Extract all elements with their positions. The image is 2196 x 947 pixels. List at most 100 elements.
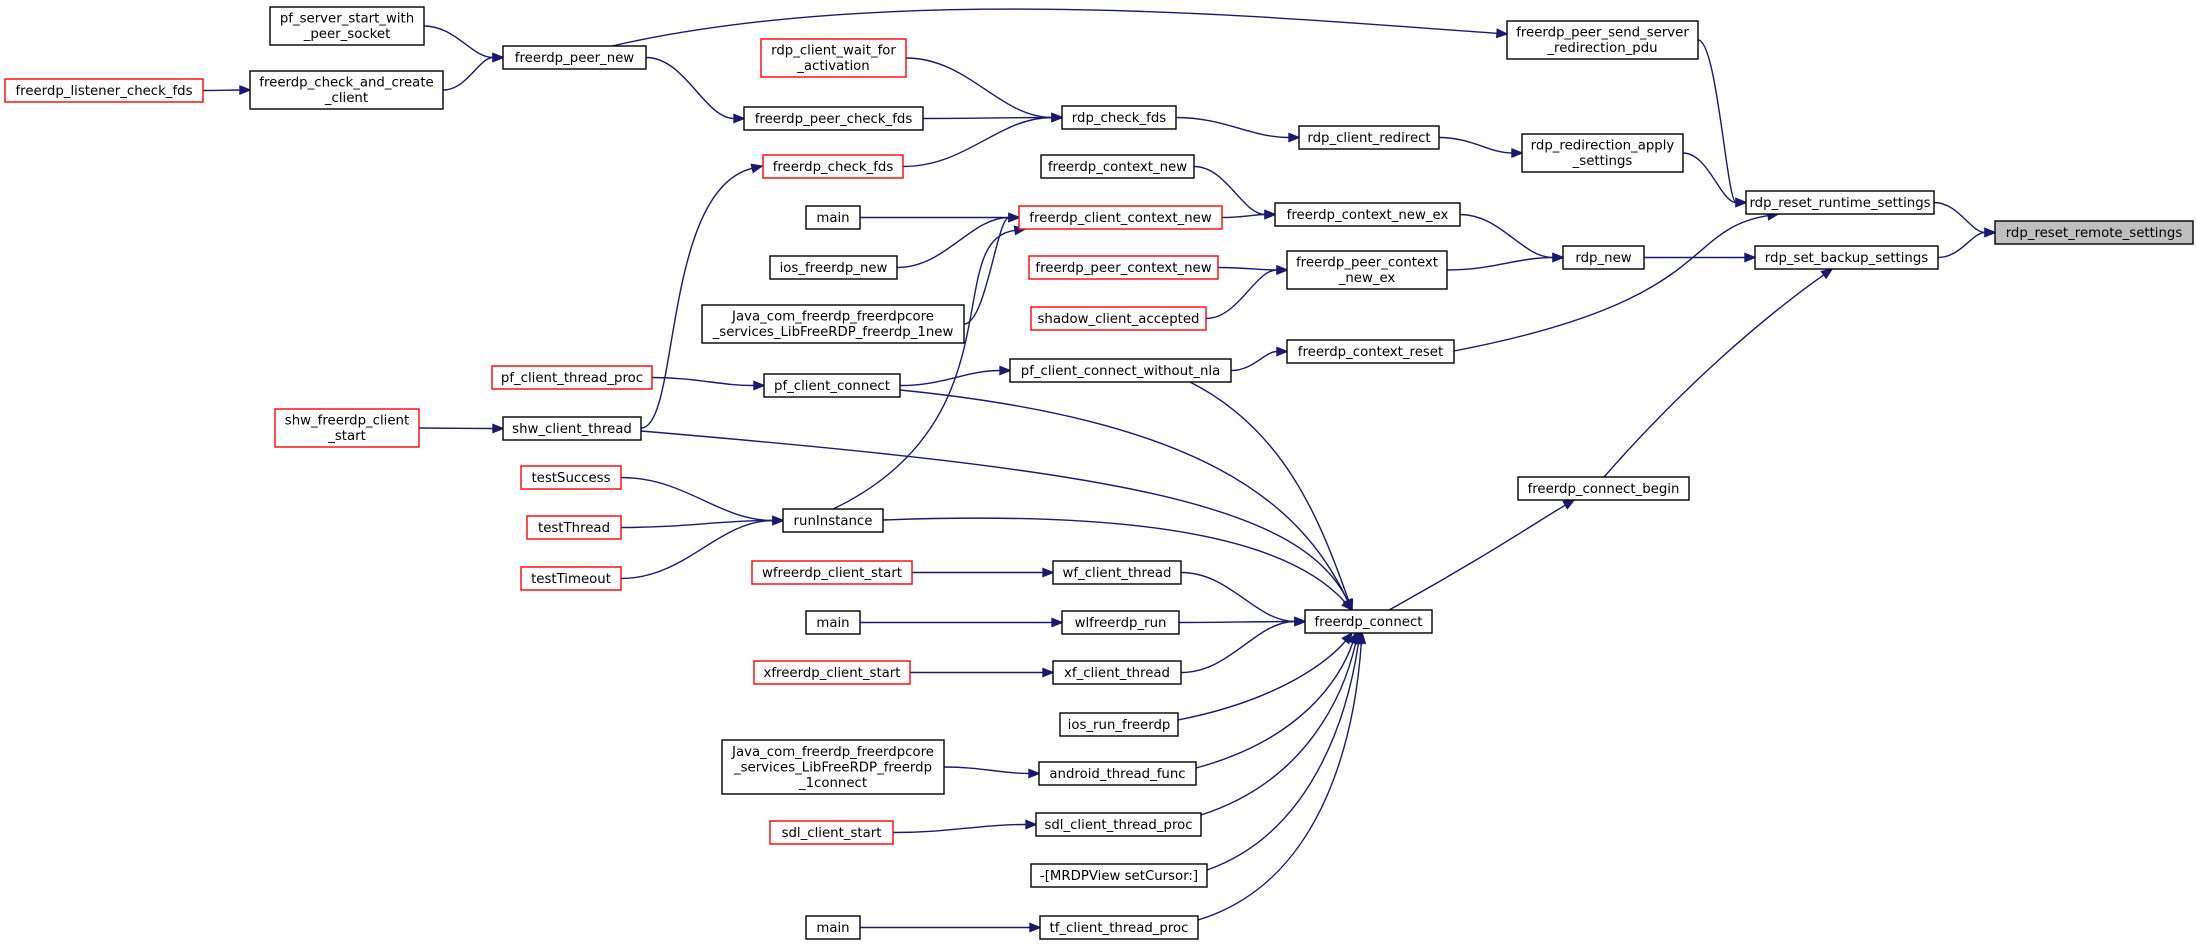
node-pf_client_connect_without_nla[interactable]: pf_client_connect_without_nla <box>1009 358 1232 383</box>
edge-line <box>1453 214 1769 352</box>
node-freerdp_peer_check_fds[interactable]: freerdp_peer_check_fds <box>743 106 924 131</box>
node-java_connect[interactable]: Java_com_freerdp_freerdpcore_services_Li… <box>721 739 945 795</box>
edge-line <box>832 229 1016 510</box>
node-label: xf_client_thread <box>1064 666 1170 681</box>
node-box <box>1286 339 1455 364</box>
node-testTimeout[interactable]: testTimeout <box>520 566 622 591</box>
node-wlfreerdp_run[interactable]: wlfreerdp_run <box>1061 610 1180 635</box>
node-freerdp_peer_context_new[interactable]: freerdp_peer_context_new <box>1028 255 1219 280</box>
node-mrdpview_setcursor[interactable]: -[MRDPView setCursor:] <box>1030 863 1208 888</box>
node-label: freerdp_context_new_ex <box>1287 208 1449 223</box>
edge-arrowhead <box>1356 631 1367 645</box>
edge-tf_client_thread_proc-to-freerdp_connect <box>1197 631 1367 921</box>
edge-line <box>1603 274 1825 478</box>
node-box <box>1030 863 1208 888</box>
edge-arrowhead <box>1028 768 1041 779</box>
node-label: tf_client_thread_proc <box>1049 921 1188 936</box>
edge-arrowhead <box>1341 598 1354 612</box>
edge-line <box>896 216 1010 269</box>
node-ios_freerdp_new[interactable]: ios_freerdp_new <box>769 255 898 280</box>
node-shadow_client_accepted[interactable]: shadow_client_accepted <box>1030 306 1207 331</box>
node-freerdp_context_reset[interactable]: freerdp_context_reset <box>1286 339 1455 364</box>
node-android_thread_func[interactable]: android_thread_func <box>1038 761 1197 786</box>
node-label: shadow_client_accepted <box>1038 312 1200 327</box>
node-freerdp_peer_new[interactable]: freerdp_peer_new <box>502 45 647 70</box>
node-freerdp_connect_begin[interactable]: freerdp_connect_begin <box>1517 476 1690 501</box>
node-pf_server_start_with_peer_socket[interactable]: pf_server_start_with_peer_socket <box>269 6 425 46</box>
node-xfreerdp_client_start[interactable]: xfreerdp_client_start <box>753 660 911 685</box>
edge-xfreerdp_client_start-to-xf_client_thread <box>909 667 1055 678</box>
node-rdp_client_wait_for_activation[interactable]: rdp_client_wait_for_activation <box>760 38 907 78</box>
edge-freerdp_listener_check_fds-to-freerdp_check_and_create_client <box>202 84 252 96</box>
node-shw_client_thread[interactable]: shw_client_thread <box>502 416 642 441</box>
node-freerdp_context_new[interactable]: freerdp_context_new <box>1040 154 1195 179</box>
node-freerdp_check_fds[interactable]: freerdp_check_fds <box>762 154 904 179</box>
node-label: pf_server_start_with <box>280 12 414 27</box>
edge-line <box>1230 350 1278 372</box>
edge-line <box>1438 136 1513 154</box>
node-box <box>1061 610 1180 635</box>
node-rdp_reset_remote_settings[interactable]: rdp_reset_remote_settings <box>1994 220 2194 245</box>
node-rdp_reset_runtime_settings[interactable]: rdp_reset_runtime_settings <box>1745 190 1935 215</box>
node-testThread[interactable]: testThread <box>526 515 622 540</box>
edge-rdp_client_wait_for_activation-to-rdp_check_fds <box>905 57 1064 123</box>
node-label: sdl_client_start <box>782 826 882 841</box>
edge-arrowhead <box>999 365 1012 376</box>
node-main_a[interactable]: main <box>805 205 861 230</box>
node-wf_client_thread[interactable]: wf_client_thread <box>1052 560 1182 585</box>
node-freerdp_client_context_new[interactable]: freerdp_client_context_new <box>1018 205 1223 230</box>
node-main_c[interactable]: main <box>805 915 861 940</box>
node-runInstance[interactable]: runInstance <box>782 508 884 533</box>
edge-arrowhead <box>1029 922 1042 933</box>
node-pf_client_thread_proc[interactable]: pf_client_thread_proc <box>491 365 653 390</box>
node-label: _1connect <box>798 776 867 791</box>
node-box <box>269 6 425 46</box>
node-rdp_set_backup_settings[interactable]: rdp_set_backup_settings <box>1754 245 1939 270</box>
edge-shw_freerdp_client_start-to-shw_client_thread <box>418 423 505 434</box>
edge-line <box>620 519 774 580</box>
edge-line <box>202 89 241 92</box>
node-java_new[interactable]: Java_com_freerdp_freerdpcore_services_Li… <box>701 304 965 344</box>
node-main_b[interactable]: main <box>805 610 861 635</box>
edge-line <box>1175 116 1290 139</box>
node-freerdp_peer_send_server_redirection_pdu[interactable]: freerdp_peer_send_server_redirection_pdu <box>1506 20 1699 60</box>
edge-arrowhead <box>1051 617 1064 628</box>
edge-rdp_redirection_apply_settings-to-rdp_reset_runtime_settings <box>1682 152 1748 208</box>
node-freerdp_check_and_create_client[interactable]: freerdp_check_and_create_client <box>249 70 444 110</box>
node-pf_client_connect[interactable]: pf_client_connect <box>763 373 901 398</box>
node-rdp_check_fds[interactable]: rdp_check_fds <box>1061 105 1177 130</box>
node-shw_freerdp_client_start[interactable]: shw_freerdp_client_start <box>274 408 420 448</box>
node-tf_client_thread_proc[interactable]: tf_client_thread_proc <box>1039 915 1199 940</box>
node-box <box>1040 154 1195 179</box>
edge-line <box>899 389 1349 602</box>
node-rdp_redirection_apply_settings[interactable]: rdp_redirection_apply_settings <box>1521 133 1684 173</box>
edge-layer <box>202 8 1997 933</box>
node-box <box>753 660 911 685</box>
edge-arrowhead <box>1008 212 1021 223</box>
node-box <box>1038 761 1197 786</box>
edge-rdp_set_backup_settings-to-rdp_reset_remote_settings <box>1937 227 1997 259</box>
node-freerdp_listener_check_fds[interactable]: freerdp_listener_check_fds <box>4 78 204 103</box>
edge-arrowhead <box>1042 667 1055 678</box>
node-testSuccess[interactable]: testSuccess <box>520 465 622 490</box>
edge-mrdpview_setcursor-to-freerdp_connect <box>1206 631 1364 871</box>
node-label: freerdp_client_context_new <box>1029 211 1212 226</box>
node-wfreerdp_client_start[interactable]: wfreerdp_client_start <box>751 560 913 585</box>
node-box <box>769 255 898 280</box>
node-rdp_new[interactable]: rdp_new <box>1562 245 1645 270</box>
node-freerdp_connect[interactable]: freerdp_connect <box>1304 609 1433 634</box>
edge-freerdp_peer_context_new_ex-to-rdp_new <box>1446 252 1565 271</box>
node-box <box>743 106 924 131</box>
node-ios_run_freerdp[interactable]: ios_run_freerdp <box>1059 712 1179 737</box>
node-box <box>1009 358 1232 383</box>
node-freerdp_context_new_ex[interactable]: freerdp_context_new_ex <box>1274 202 1461 227</box>
node-label: freerdp_connect_begin <box>1528 482 1680 497</box>
node-label: freerdp_peer_context_new <box>1035 261 1211 276</box>
node-freerdp_peer_context_new_ex[interactable]: freerdp_peer_context_new_ex <box>1286 250 1448 290</box>
edge-line <box>882 517 1346 603</box>
node-sdl_client_thread_proc[interactable]: sdl_client_thread_proc <box>1035 812 1202 837</box>
node-sdl_client_start[interactable]: sdl_client_start <box>769 820 894 845</box>
edge-line <box>1221 213 1266 219</box>
node-xf_client_thread[interactable]: xf_client_thread <box>1052 660 1182 685</box>
node-rdp_client_redirect[interactable]: rdp_client_redirect <box>1298 125 1440 150</box>
